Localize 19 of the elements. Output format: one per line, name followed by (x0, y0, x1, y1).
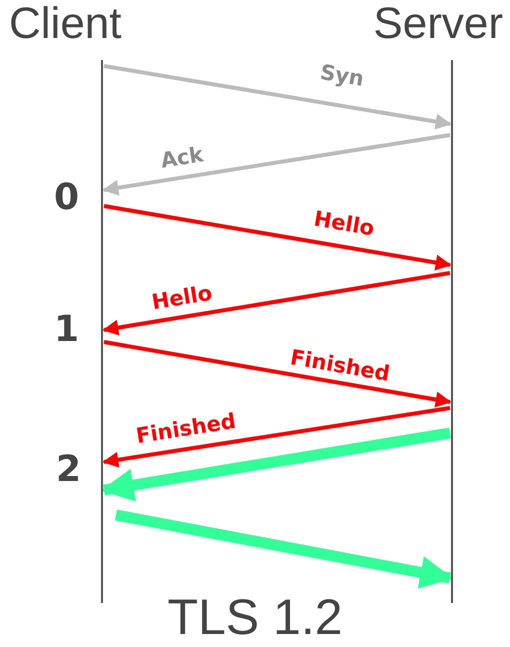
edge-label: Hello (150, 282, 214, 314)
arrow (114, 510, 454, 589)
edge-label: Syn (318, 62, 366, 90)
arrow (104, 204, 452, 270)
arrow (102, 271, 450, 336)
arrow (104, 64, 452, 130)
arrow (104, 340, 452, 408)
arrow (102, 406, 450, 468)
lifeline-heading: Server (373, 2, 503, 46)
lifeline-heading: Client (9, 2, 122, 46)
edge-label: Hello (312, 208, 376, 240)
edge-label: Finished (288, 347, 392, 385)
caption: TLS 1.2 (166, 592, 344, 642)
step-number: 2 (56, 452, 82, 488)
arrow (102, 133, 450, 196)
step-number: 0 (54, 180, 80, 216)
edge-label: Ack (159, 144, 205, 172)
step-number: 1 (54, 312, 80, 348)
edge-label: Finished (134, 410, 238, 448)
